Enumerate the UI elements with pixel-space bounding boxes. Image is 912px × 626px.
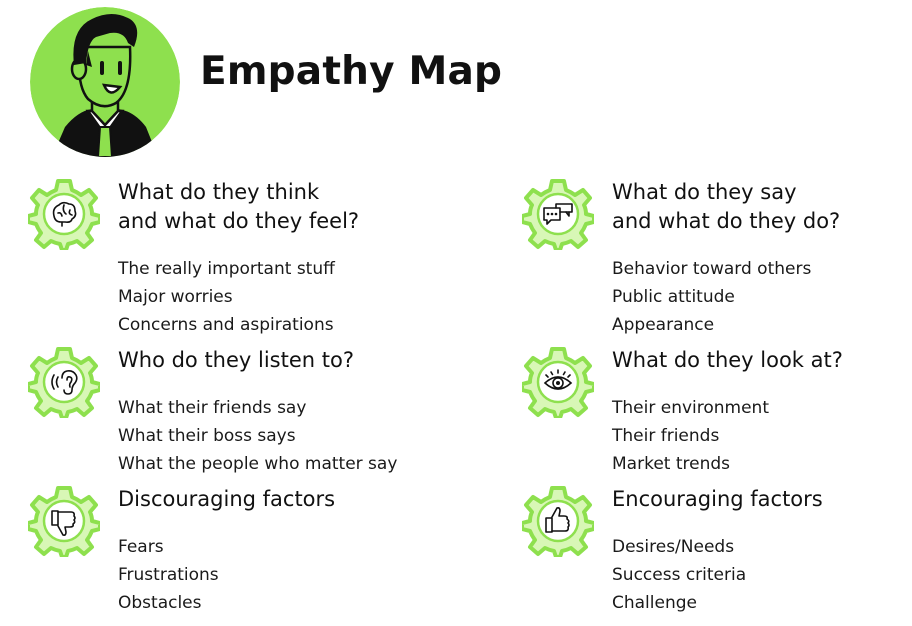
list-item: Major worries — [118, 287, 233, 307]
section-heading: What do they look at? — [612, 348, 843, 372]
ear-icon — [28, 346, 100, 418]
section-heading: Who do they listen to? — [118, 348, 354, 372]
persona-avatar — [30, 7, 180, 157]
eye-icon — [522, 346, 594, 418]
section-heading: What do they think and what do they feel… — [118, 180, 360, 233]
list-item: Frustrations — [118, 565, 219, 585]
section-say-do: What do they say and what do they do? Be… — [522, 178, 902, 348]
section-discouraging: Discouraging factors Fears Frustrations … — [28, 485, 408, 625]
list-item: Success criteria — [612, 565, 747, 585]
section-items: Behavior toward others Public attitude A… — [612, 255, 811, 339]
section-items: Their environment Their friends Market t… — [612, 394, 769, 478]
list-item: Their friends — [612, 426, 720, 446]
list-item: Challenge — [612, 593, 697, 613]
list-item: The really important stuff — [118, 259, 335, 279]
speech-bubbles-icon — [522, 178, 594, 250]
page-title: Empathy Map — [200, 49, 503, 94]
list-item: Fears — [118, 537, 164, 557]
section-items: The really important stuff Major worries… — [118, 255, 335, 339]
section-encouraging: Encouraging factors Desires/Needs Succes… — [522, 485, 902, 625]
section-items: Desires/Needs Success criteria Challenge — [612, 533, 746, 617]
list-item: Obstacles — [118, 593, 202, 613]
list-item: Appearance — [612, 315, 715, 335]
section-listen: Who do they listen to? What their friend… — [28, 346, 408, 486]
section-items: What their friends say What their boss s… — [118, 394, 397, 478]
list-item: Public attitude — [612, 287, 735, 307]
brain-icon — [28, 178, 100, 250]
section-heading: What do they say and what do they do? — [612, 180, 841, 233]
list-item: Their environment — [612, 398, 770, 418]
section-heading: Discouraging factors — [118, 487, 336, 511]
list-item: What the people who matter say — [118, 454, 398, 474]
section-think-feel: What do they think and what do they feel… — [28, 178, 408, 348]
thumbs-up-icon — [522, 485, 594, 557]
section-look-at: What do they look at? Their environment … — [522, 346, 902, 486]
section-heading: Encouraging factors — [612, 487, 823, 511]
list-item: Behavior toward others — [612, 259, 812, 279]
list-item: What their friends say — [118, 398, 307, 418]
list-item: Market trends — [612, 454, 731, 474]
list-item: Concerns and aspirations — [118, 315, 334, 335]
thumbs-down-icon — [28, 485, 100, 557]
list-item: Desires/Needs — [612, 537, 735, 557]
section-items: Fears Frustrations Obstacles — [118, 533, 219, 617]
list-item: What their boss says — [118, 426, 296, 446]
